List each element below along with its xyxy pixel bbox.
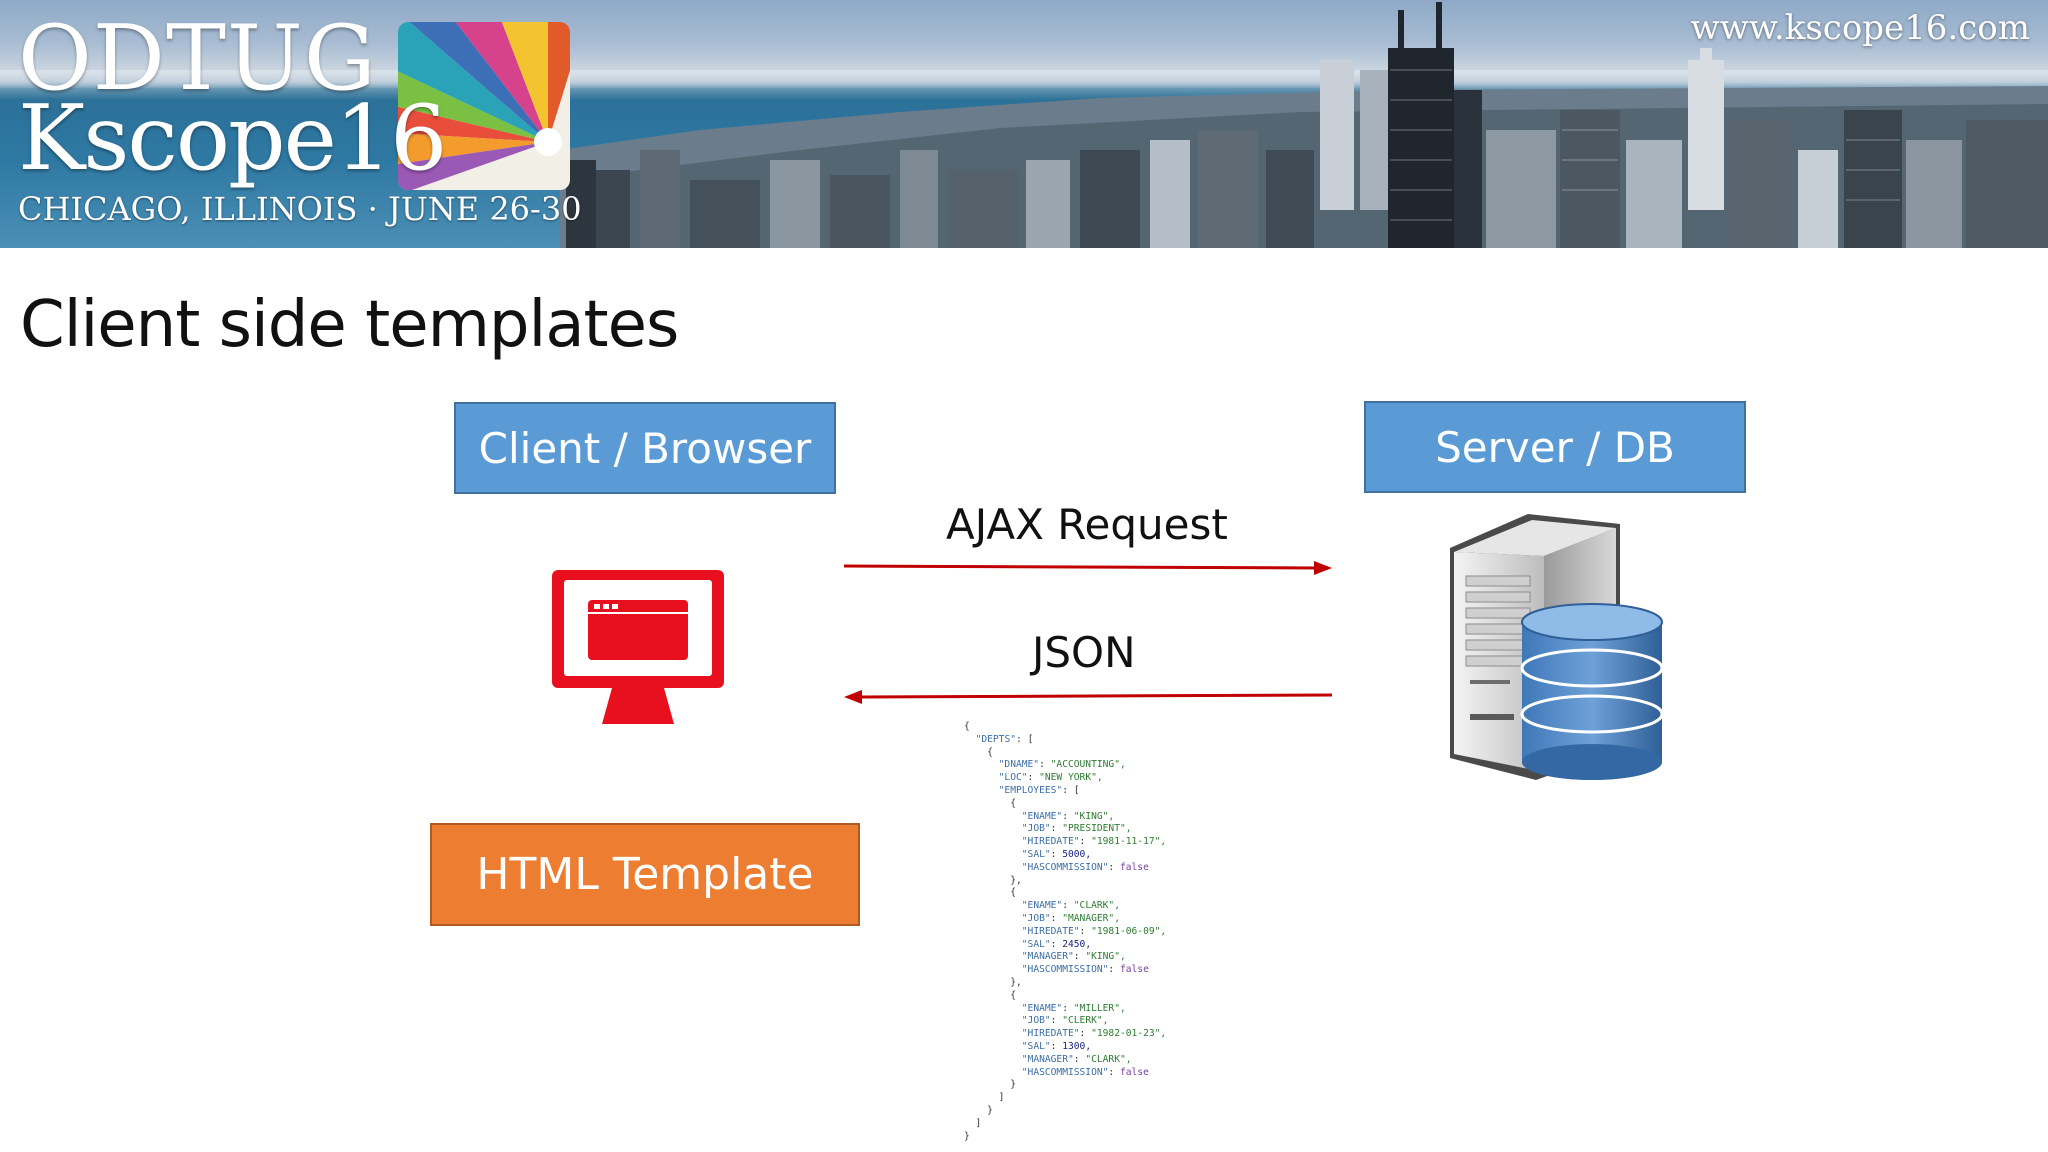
json-code-line: ] bbox=[964, 1092, 1005, 1104]
json-code-line: "SAL": 5000, bbox=[1021, 848, 1092, 860]
json-code-line: "DNAME": "ACCOUNTING", bbox=[998, 759, 1126, 771]
slide-title: Client side templates bbox=[20, 288, 679, 362]
json-response-arrow bbox=[844, 690, 1333, 704]
json-code-line: "ENAME": "CLARK", bbox=[1021, 900, 1120, 912]
json-code-line: "HASCOMMISSION": false bbox=[1021, 964, 1149, 976]
json-code-line: ] bbox=[964, 1117, 982, 1129]
json-code-line: "JOB": "PRESIDENT", bbox=[1021, 823, 1132, 835]
header-banner: ODTUG Kscope16 CHICAGO, ILLINOIS · JUNE … bbox=[0, 0, 2048, 248]
json-code-line: "EMPLOYEES": [ bbox=[998, 784, 1080, 796]
ajax-request-label: AJAX Request bbox=[946, 500, 1228, 549]
json-code-line: "MANAGER": "CLARK", bbox=[1021, 1053, 1132, 1065]
json-code-line: "DEPTS": [ bbox=[975, 733, 1034, 745]
json-sample-code: { "DEPTS": [ { "DNAME": "ACCOUNTING", "L… bbox=[964, 721, 1244, 1151]
site-url[interactable]: www.kscope16.com bbox=[1690, 8, 2030, 48]
server-database-icon bbox=[1450, 514, 1664, 780]
logo-odtug-text: ODTUG bbox=[18, 6, 377, 111]
json-code-line: { bbox=[964, 887, 1016, 899]
server-db-box: Server / DB bbox=[1364, 401, 1746, 493]
kscope16-logo: ODTUG Kscope16 CHICAGO, ILLINOIS · JUNE … bbox=[18, 6, 582, 234]
json-code-line: "ENAME": "KING", bbox=[1021, 810, 1115, 822]
json-code-line: "HIREDATE": "1981-06-09", bbox=[1021, 925, 1167, 937]
logo-location-text: CHICAGO, ILLINOIS · JUNE 26-30 bbox=[18, 190, 582, 228]
json-code-line: "SAL": 1300, bbox=[1021, 1040, 1092, 1052]
logo-kscope16-text: Kscope16 bbox=[18, 86, 447, 191]
json-code-line: { bbox=[964, 721, 970, 732]
json-code-line: "HASCOMMISSION": false bbox=[1021, 1066, 1149, 1078]
json-code-line: { bbox=[964, 746, 993, 758]
json-code-line: "JOB": "CLERK", bbox=[1021, 1015, 1109, 1027]
json-code-line: "SAL": 2450, bbox=[1021, 938, 1092, 950]
ajax-request-arrow bbox=[843, 561, 1332, 575]
json-code-line: { bbox=[964, 797, 1016, 809]
monitor-icon bbox=[552, 570, 724, 724]
json-code-line: "HASCOMMISSION": false bbox=[1021, 861, 1149, 873]
json-code-line: } bbox=[964, 1130, 970, 1142]
client-browser-label: Client / Browser bbox=[478, 423, 812, 473]
sunburst-logo-icon bbox=[398, 22, 570, 190]
json-code-line: "HIREDATE": "1982-01-23", bbox=[1021, 1028, 1167, 1040]
json-response-label: JSON bbox=[1032, 628, 1136, 677]
chicago-skyline-illustration bbox=[560, 2, 2048, 248]
html-template-box: HTML Template bbox=[430, 823, 860, 926]
json-code-line: "HIREDATE": "1981-11-17", bbox=[1021, 836, 1167, 848]
json-code-line: "MANAGER": "KING", bbox=[1021, 951, 1126, 963]
json-code-line: { bbox=[964, 989, 1016, 1001]
json-code-line: "ENAME": "MILLER", bbox=[1021, 1002, 1126, 1014]
json-code-line: }, bbox=[964, 874, 1022, 886]
server-db-label: Server / DB bbox=[1435, 422, 1675, 472]
json-code-line: "JOB": "MANAGER", bbox=[1021, 912, 1120, 924]
json-code-line: "LOC": "NEW YORK", bbox=[998, 772, 1103, 784]
json-code-line: }, bbox=[964, 976, 1022, 988]
json-code-line: } bbox=[964, 1104, 993, 1116]
client-browser-box: Client / Browser bbox=[454, 402, 836, 494]
json-code-line: } bbox=[964, 1079, 1016, 1091]
html-template-label: HTML Template bbox=[476, 849, 814, 900]
